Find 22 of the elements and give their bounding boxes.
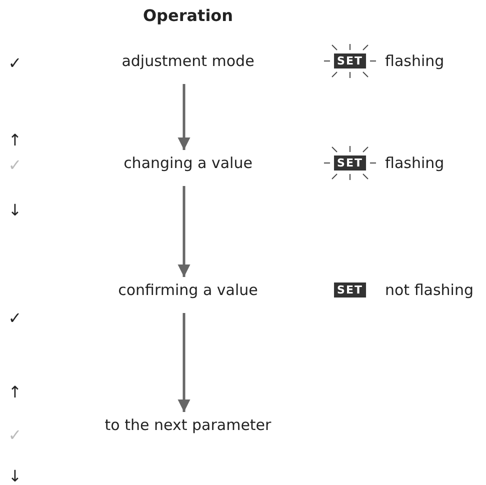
status-text: not flashing bbox=[385, 281, 474, 299]
step-label: changing a value bbox=[124, 154, 252, 172]
step-label: to the next parameter bbox=[104, 416, 272, 434]
arrow bbox=[178, 186, 190, 277]
key-symbol: ↓ bbox=[8, 466, 22, 485]
arrow bbox=[178, 313, 190, 412]
key-symbol: ✓ bbox=[8, 426, 22, 444]
key-symbol: ✓ bbox=[8, 156, 22, 174]
status-text: flashing bbox=[385, 154, 444, 172]
step-label: confirming a value bbox=[118, 281, 258, 299]
key-symbol: ↑ bbox=[8, 382, 22, 402]
arrow bbox=[178, 84, 190, 150]
key-symbol: ↓ bbox=[8, 200, 22, 220]
display-indicator: SET bbox=[334, 54, 366, 68]
key-symbol: ✓ bbox=[8, 54, 22, 72]
display-indicator: SET bbox=[334, 156, 366, 170]
key-symbol: ↑ bbox=[8, 130, 22, 150]
title: Operation bbox=[142, 6, 234, 25]
key-symbol: ✓ bbox=[8, 308, 22, 328]
step-label: adjustment mode bbox=[122, 52, 254, 70]
status-text: flashing bbox=[385, 52, 444, 70]
display-indicator: SET bbox=[334, 282, 366, 298]
